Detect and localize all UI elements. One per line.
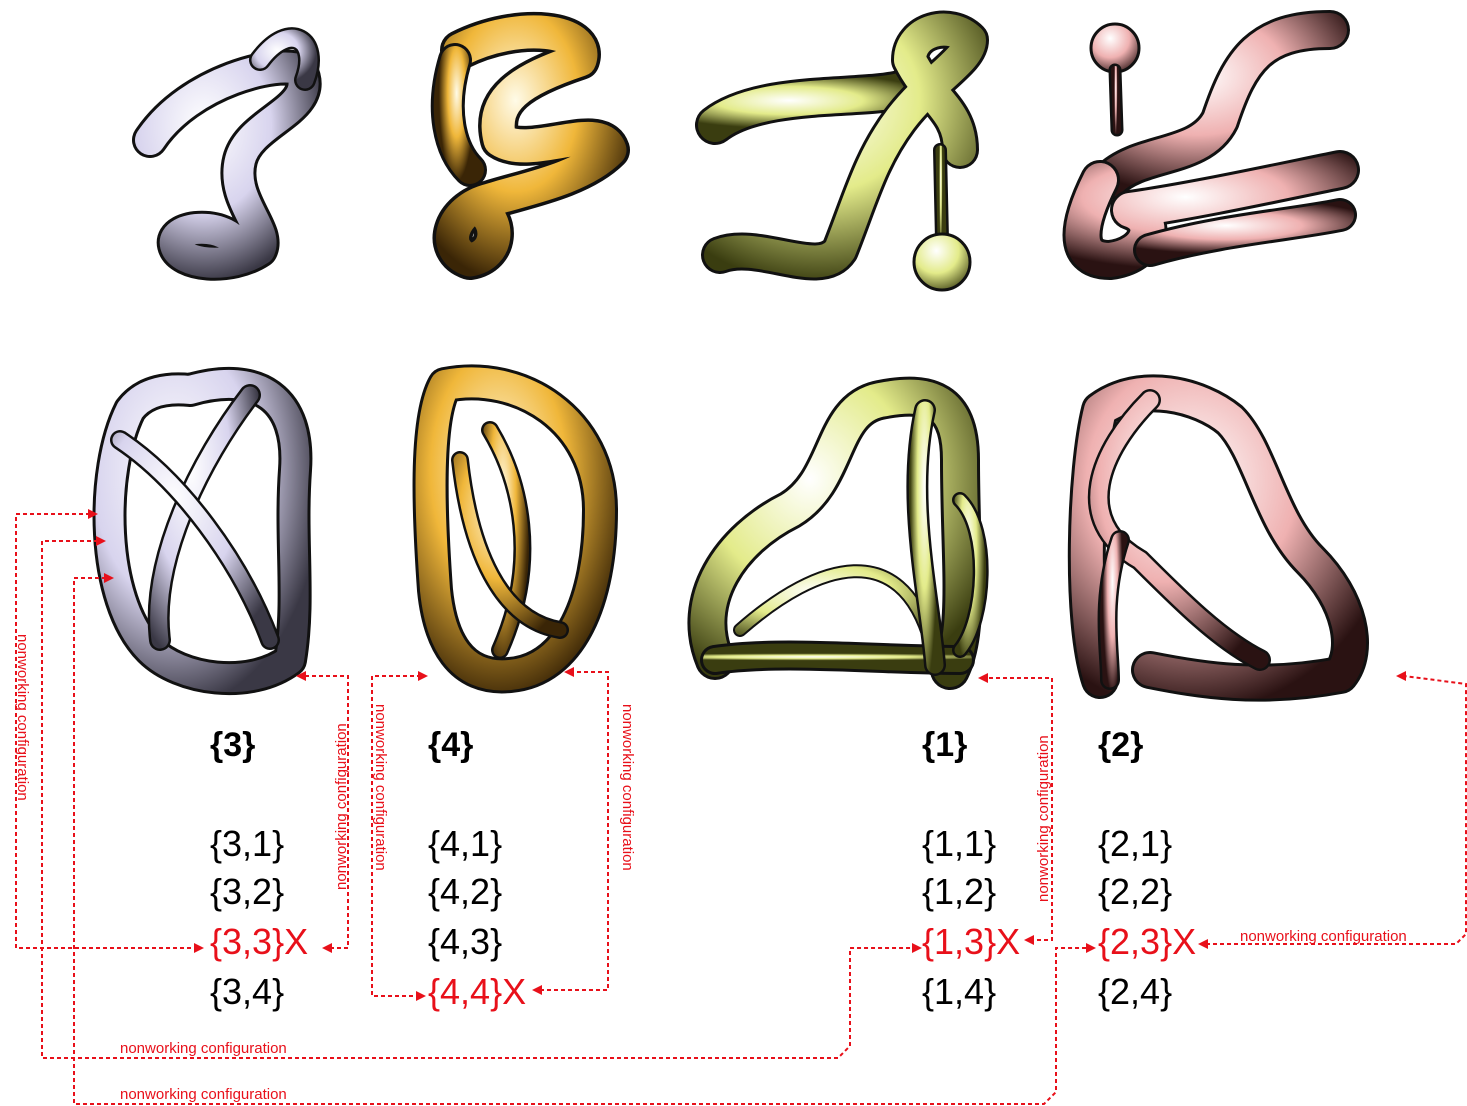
- combo-label: {3,1}: [210, 823, 284, 864]
- combo-label: {4,1}: [428, 823, 502, 864]
- column-heading: {1}: [922, 726, 967, 764]
- note-nonworking-1: nonworking configuration: [1035, 735, 1052, 902]
- arrowhead: [322, 943, 332, 953]
- arrowhead: [96, 536, 106, 546]
- arrowhead: [564, 667, 574, 677]
- note-nonworking-4-left: nonworking configuration: [372, 704, 389, 871]
- arrowhead: [1024, 935, 1034, 945]
- combo-label-nonworking: {4,4}X: [428, 971, 526, 1012]
- arrowhead: [88, 509, 98, 519]
- combo-label: {2,2}: [1098, 871, 1172, 912]
- note-nonworking-left-outer: nonworking configuration: [14, 634, 31, 801]
- shape-3-top: [132, 27, 322, 281]
- nonworking-arrows: [15, 509, 1467, 1105]
- arrowhead: [1396, 671, 1406, 681]
- note-nonworking-2-right: nonworking configuration: [1240, 928, 1407, 945]
- note-nonworking-4-right: nonworking configuration: [619, 704, 636, 871]
- column-heading: {4}: [428, 726, 473, 764]
- column-heading: {2}: [1098, 726, 1143, 764]
- arrow-1-3-long: [41, 540, 914, 1059]
- arrow-3-3-left: [15, 513, 198, 949]
- arrowhead: [418, 671, 428, 681]
- shape-1-bottom: [687, 376, 989, 690]
- arrowhead: [416, 991, 426, 1001]
- note-nonworking-3-right: nonworking configuration: [333, 723, 350, 890]
- shape-4-bottom: [412, 364, 618, 694]
- arrow-2-3-right: [1206, 675, 1467, 945]
- combo-label-nonworking: {1,3}X: [922, 921, 1020, 962]
- column-3-labels: {3} {3,1} {3,2} {3,3}X {3,4}: [210, 726, 308, 1012]
- arrow-2-3-long: [73, 577, 1088, 1105]
- combo-label: {2,4}: [1098, 971, 1172, 1012]
- combo-label: {4,3}: [428, 921, 502, 962]
- combo-label: {2,1}: [1098, 823, 1172, 864]
- combo-label: {3,4}: [210, 971, 284, 1012]
- arrowhead: [1086, 943, 1096, 953]
- combo-label: {3,2}: [210, 871, 284, 912]
- shape-1-top: [695, 10, 989, 292]
- arrowhead: [1198, 939, 1208, 949]
- nonworking-notes: nonworking configuration nonworking conf…: [14, 634, 1407, 1103]
- shape-2-top: [1062, 10, 1360, 280]
- arrowhead: [296, 671, 306, 681]
- arrow-1-3-right: [986, 677, 1053, 941]
- shape-2-bottom: [1067, 374, 1369, 702]
- shape-4-top: [430, 11, 630, 280]
- arrowhead: [532, 985, 542, 995]
- combo-label-nonworking: {2,3}X: [1098, 921, 1196, 962]
- column-heading: {3}: [210, 726, 255, 764]
- combo-label: {4,2}: [428, 871, 502, 912]
- combo-label-nonworking: {3,3}X: [210, 921, 308, 962]
- column-1-labels: {1} {1,1} {1,2} {1,3}X {1,4}: [922, 726, 1020, 1012]
- arrowhead: [104, 573, 114, 583]
- arrow-3-3-right: [304, 675, 349, 949]
- combo-label: {1,2}: [922, 871, 996, 912]
- arrowhead: [978, 673, 988, 683]
- shape-3-bottom: [92, 366, 313, 696]
- arrow-4-4-left: [371, 675, 420, 997]
- arrowhead: [194, 943, 204, 953]
- arrowhead: [912, 943, 922, 953]
- column-2-labels: {2} {2,1} {2,2} {2,3}X {2,4}: [1098, 726, 1196, 1012]
- note-nonworking-bottom-1: nonworking configuration: [120, 1040, 287, 1057]
- column-4-labels: {4} {4,1} {4,2} {4,3} {4,4}X: [428, 726, 526, 1012]
- combo-label: {1,1}: [922, 823, 996, 864]
- combo-label: {1,4}: [922, 971, 996, 1012]
- note-nonworking-bottom-2: nonworking configuration: [120, 1086, 287, 1103]
- arrow-4-4-right: [540, 671, 609, 991]
